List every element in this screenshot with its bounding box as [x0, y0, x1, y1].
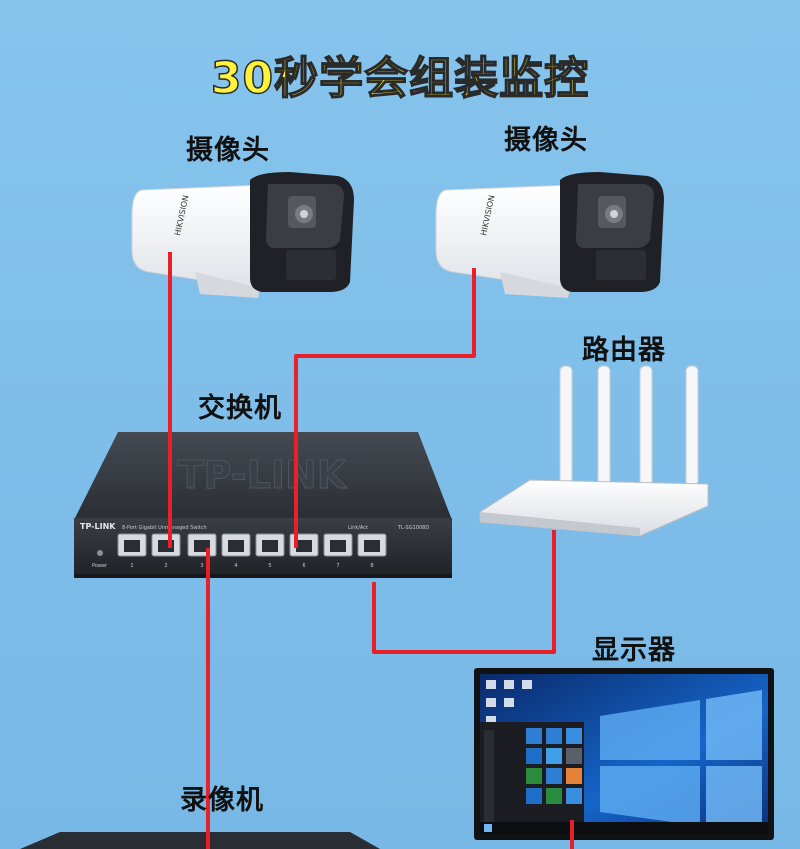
port-number: 4 — [234, 563, 237, 569]
port-number: 7 — [336, 563, 339, 569]
switch-description: 8-Port Gigabit Unmanaged Switch — [122, 525, 207, 531]
switch-model: TL-SG1008D — [397, 525, 429, 531]
monitor — [474, 668, 774, 840]
port-number: 2 — [164, 563, 167, 569]
port-number: 6 — [302, 563, 305, 569]
nvr — [20, 832, 380, 849]
cable-switch-to-router — [372, 530, 556, 654]
port-number: 8 — [370, 563, 373, 569]
label-camera-left: 摄像头 — [186, 135, 270, 166]
label-monitor: 显示器 — [592, 635, 676, 666]
label-switch: 交换机 — [198, 393, 282, 424]
switch-brand: TP-LINK — [80, 522, 116, 531]
label-nvr: 录像机 — [180, 785, 264, 816]
switch: TP-LINK — [74, 432, 452, 578]
camera-right — [435, 172, 664, 298]
port-number: 5 — [268, 563, 271, 569]
switch-embossed-logo: TP-LINK — [178, 453, 348, 497]
label-router: 路由器 — [582, 335, 666, 366]
cables — [168, 252, 574, 849]
switch-power-label: Power — [92, 563, 108, 569]
router — [479, 365, 709, 537]
switch-link-act: Link/Act — [348, 525, 368, 531]
label-camera-right: 摄像头 — [504, 125, 588, 156]
port-number: 3 — [200, 563, 203, 569]
power-led — [97, 550, 103, 556]
camera-left — [131, 172, 354, 298]
port-number: 1 — [130, 563, 133, 569]
page-title: 30秒学会组装监控 — [210, 52, 590, 105]
cable-camera-right-to-switch — [294, 268, 476, 548]
